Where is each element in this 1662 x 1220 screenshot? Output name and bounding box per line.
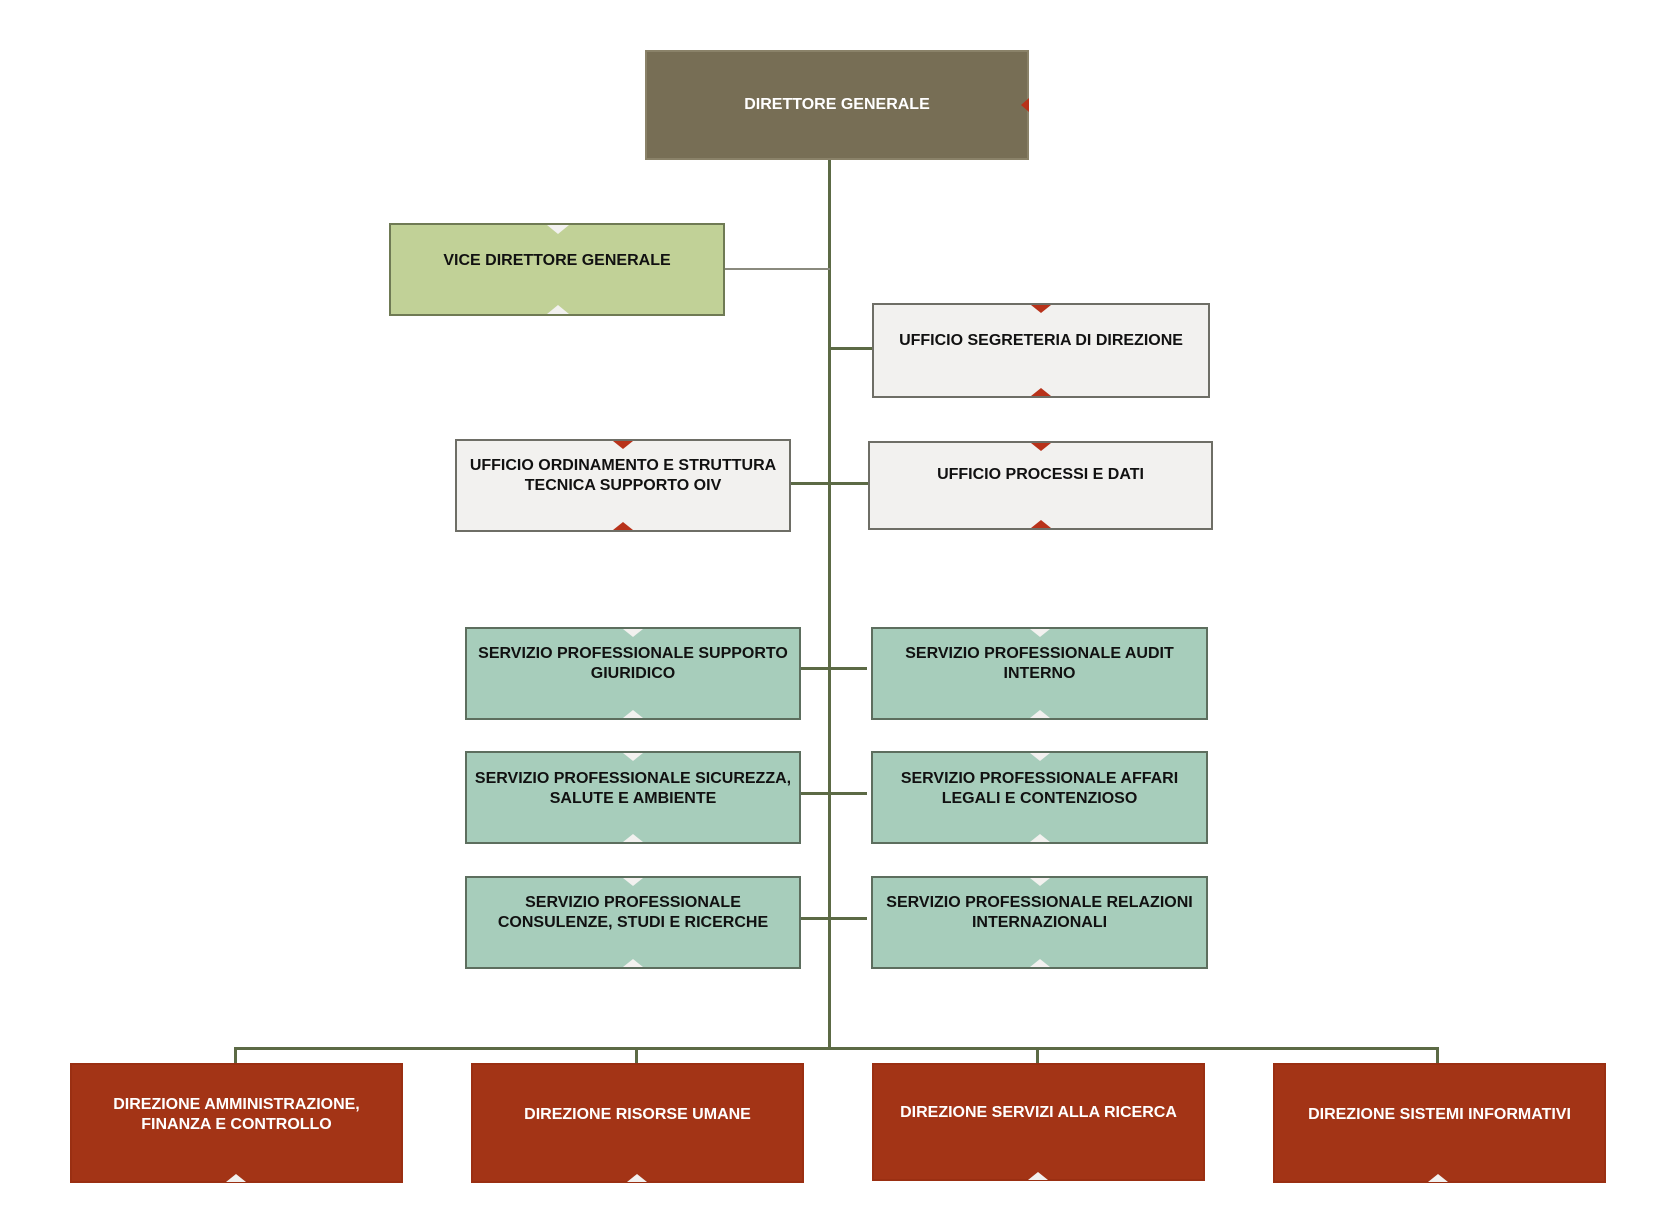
ordinamento-label: UFFICIO ORDINAMENTO E STRUTTURA TECNICA … xyxy=(469,457,777,494)
audit-bottom-marker xyxy=(1030,710,1050,718)
relazioni-label: SERVIZIO PROFESSIONALE RELAZIONI INTERNA… xyxy=(886,894,1193,931)
affari-legali-box: SERVIZIO PROFESSIONALE AFFARI LEGALI E C… xyxy=(871,751,1208,844)
dir-sistemi-box: DIREZIONE SISTEMI INFORMATIVI xyxy=(1273,1063,1606,1183)
vice-director-box: VICE DIRETTORE GENERALE xyxy=(389,223,725,316)
dir-risorse-label: DIREZIONE RISORSE UMANE xyxy=(524,1106,751,1123)
drop-amministrazione xyxy=(234,1047,237,1065)
affari-top-marker xyxy=(1030,753,1050,761)
ricerca-bottom-marker xyxy=(1028,1172,1048,1180)
row1-connector xyxy=(797,667,867,670)
drop-ricerca xyxy=(1036,1047,1039,1065)
risorse-bottom-marker xyxy=(627,1174,647,1182)
dir-amministrazione-box: DIREZIONE AMMINISTRAZIONE, FINANZA E CON… xyxy=(70,1063,403,1183)
vice-top-marker xyxy=(547,225,569,234)
ordinamento-bottom-marker xyxy=(613,522,633,530)
vice-director-label: VICE DIRETTORE GENERALE xyxy=(443,252,671,269)
consulenze-top-marker xyxy=(623,878,643,886)
segreteria-connector xyxy=(830,347,872,350)
director-right-marker xyxy=(1021,98,1029,112)
row3-connector xyxy=(797,917,867,920)
vice-bottom-marker xyxy=(547,305,569,314)
director-general-label: DIRETTORE GENERALE xyxy=(744,96,930,113)
processi-bottom-marker xyxy=(1031,520,1051,528)
bottom-bus-connector xyxy=(234,1047,1439,1050)
ordinamento-connector xyxy=(788,482,830,485)
processi-dati-box: UFFICIO PROCESSI E DATI xyxy=(868,441,1213,530)
trunk-connector xyxy=(828,158,831,1050)
dir-ricerca-label: DIREZIONE SERVIZI ALLA RICERCA xyxy=(900,1104,1177,1121)
affari-bottom-marker xyxy=(1030,834,1050,842)
ordinamento-top-marker xyxy=(613,441,633,449)
segreteria-box: UFFICIO SEGRETERIA DI DIREZIONE xyxy=(872,303,1210,398)
row2-connector xyxy=(797,792,867,795)
dir-sistemi-label: DIREZIONE SISTEMI INFORMATIVI xyxy=(1308,1106,1571,1123)
affari-legali-label: SERVIZIO PROFESSIONALE AFFARI LEGALI E C… xyxy=(900,770,1179,807)
sicurezza-top-marker xyxy=(623,753,643,761)
supporto-bottom-marker xyxy=(623,710,643,718)
ordinamento-box: UFFICIO ORDINAMENTO E STRUTTURA TECNICA … xyxy=(455,439,791,532)
audit-interno-box: SERVIZIO PROFESSIONALE AUDIT INTERNO xyxy=(871,627,1208,720)
segreteria-label: UFFICIO SEGRETERIA DI DIREZIONE xyxy=(899,332,1183,349)
sistemi-bottom-marker xyxy=(1428,1174,1448,1182)
processi-dati-label: UFFICIO PROCESSI E DATI xyxy=(937,466,1144,483)
sicurezza-bottom-marker xyxy=(623,834,643,842)
sicurezza-label: SERVIZIO PROFESSIONALE SICUREZZA, SALUTE… xyxy=(474,770,792,807)
relazioni-bottom-marker xyxy=(1030,959,1050,967)
drop-risorse xyxy=(635,1047,638,1065)
supporto-giuridico-box: SERVIZIO PROFESSIONALE SUPPORTO GIURIDIC… xyxy=(465,627,801,720)
segreteria-bottom-marker xyxy=(1031,388,1051,396)
director-general-box: DIRETTORE GENERALE xyxy=(645,50,1029,160)
supporto-giuridico-label: SERVIZIO PROFESSIONALE SUPPORTO GIURIDIC… xyxy=(478,645,788,682)
segreteria-top-marker xyxy=(1031,305,1051,313)
supporto-top-marker xyxy=(623,629,643,637)
audit-interno-label: SERVIZIO PROFESSIONALE AUDIT INTERNO xyxy=(905,645,1174,682)
consulenze-bottom-marker xyxy=(623,959,643,967)
audit-top-marker xyxy=(1030,629,1050,637)
consulenze-box: SERVIZIO PROFESSIONALE CONSULENZE, STUDI… xyxy=(465,876,801,969)
dir-risorse-box: DIREZIONE RISORSE UMANE xyxy=(471,1063,804,1183)
amministrazione-bottom-marker xyxy=(226,1174,246,1182)
dir-ricerca-box: DIREZIONE SERVIZI ALLA RICERCA xyxy=(872,1063,1205,1181)
processi-top-marker xyxy=(1031,443,1051,451)
dir-amministrazione-label: DIREZIONE AMMINISTRAZIONE, FINANZA E CON… xyxy=(113,1096,360,1133)
vice-connector xyxy=(723,268,830,270)
sicurezza-box: SERVIZIO PROFESSIONALE SICUREZZA, SALUTE… xyxy=(465,751,801,844)
processi-connector xyxy=(830,482,868,485)
consulenze-label: SERVIZIO PROFESSIONALE CONSULENZE, STUDI… xyxy=(497,894,769,931)
relazioni-box: SERVIZIO PROFESSIONALE RELAZIONI INTERNA… xyxy=(871,876,1208,969)
relazioni-top-marker xyxy=(1030,878,1050,886)
drop-sistemi xyxy=(1436,1047,1439,1065)
